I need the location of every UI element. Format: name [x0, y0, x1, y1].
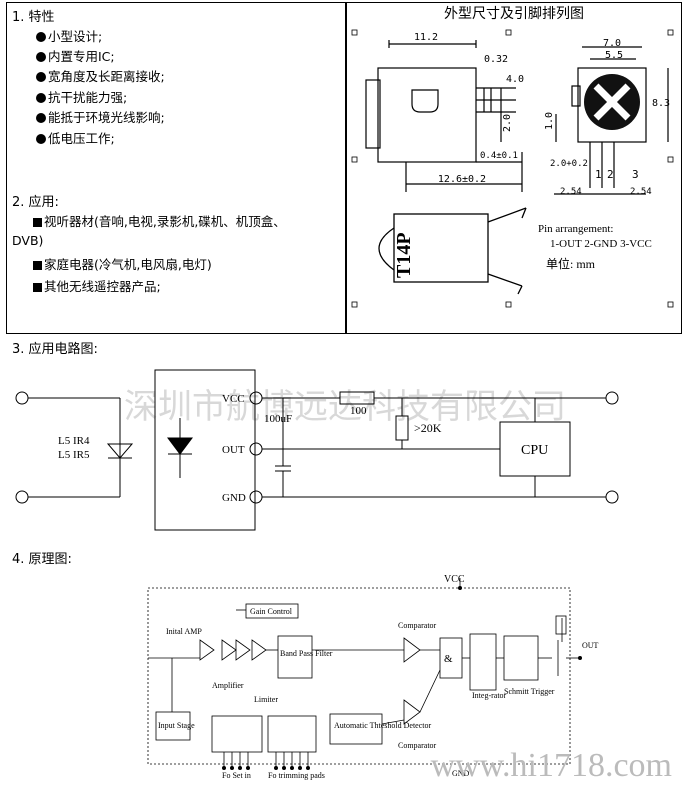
bd-comparator-top: Comparator: [398, 621, 437, 630]
circuit-vcc: VCC: [222, 393, 245, 405]
bd-band-pass: Band Pass Filter: [280, 649, 333, 658]
bullet-icon: [36, 32, 46, 42]
bd-gain-control: Gain Control: [250, 607, 293, 616]
bd-agc: Automatic Thteshold Detector: [334, 721, 431, 730]
feature-item: 能抵于环境光线影响;: [36, 107, 165, 126]
bullet-icon: [36, 113, 46, 123]
bd-input-stage: Input Stage: [158, 721, 195, 730]
application-circuit: 深圳市航博远达科技有限公司 VCC OUT GND 100uF 100 >20K…: [15, 369, 619, 531]
unit-label: 单位: mm: [546, 256, 596, 271]
square-bullet-icon: [33, 261, 42, 270]
bd-and: &: [444, 653, 453, 665]
led-label-2: L5 IR5: [58, 449, 90, 461]
square-bullet-icon: [33, 283, 42, 292]
feature-item: 抗干扰能力强;: [36, 87, 127, 106]
feature-item: 小型设计;: [36, 26, 102, 45]
bd-gnd: GND: [452, 769, 470, 778]
dim-2-54a: 2.54: [560, 187, 582, 197]
features-panel: [6, 2, 346, 334]
dim-5-5: 5.5: [605, 50, 623, 61]
bd-vcc: VCC: [444, 574, 465, 585]
dimensions-title: 外型尺寸及引脚排列图: [444, 6, 584, 22]
dim-1-0: 1.0: [544, 112, 555, 130]
capacitor-label: 100uF: [264, 413, 292, 425]
applications-heading: 2. 应用:: [12, 195, 59, 210]
dim-4-0: 4.0: [506, 74, 524, 85]
bd-comparator-bottom: Comparator: [398, 741, 437, 750]
dim-2-0: 2.0: [502, 114, 513, 132]
features-heading: 1. 特性: [12, 10, 55, 25]
pin-3: 3: [632, 168, 639, 181]
pin-arrangement-value: 1-OUT 2-GND 3-VCC: [550, 238, 652, 250]
dim-0-32: 0.32: [484, 54, 508, 65]
dim-2-54b: 2.54: [630, 187, 652, 197]
feature-item: 内置专用IC;: [36, 46, 115, 65]
dim-2-0b: 2.0+0.2: [550, 159, 588, 169]
square-bullet-icon: [33, 218, 42, 227]
bd-initial-amp: Inital AMP: [166, 627, 202, 636]
dim-11-2: 11.2: [414, 32, 438, 43]
circuit-heading: 3. 应用电路图:: [12, 342, 98, 357]
pin-1: 1: [595, 168, 602, 181]
resistor-20k: >20K: [414, 421, 442, 435]
site-watermark: www.hi1718.com: [431, 747, 672, 784]
bd-fo-trim: Fo trimming pads: [268, 771, 325, 780]
dim-7-0: 7.0: [603, 38, 621, 49]
application-item-continued: DVB): [12, 233, 44, 248]
circuit-out: OUT: [222, 444, 245, 456]
application-item: 家庭电器(冷气机,电风扇,电灯): [33, 254, 212, 273]
feature-item: 低电压工作;: [36, 128, 115, 147]
pin-arrangement-label: Pin arrangement:: [538, 223, 613, 235]
bd-out: OUT: [582, 641, 599, 650]
bullet-icon: [36, 134, 46, 144]
dim-12-6: 12.6±0.2: [438, 174, 486, 185]
feature-item: 宽角度及长距离接收;: [36, 66, 165, 85]
watermark: 深圳市航博远达科技有限公司: [124, 388, 566, 426]
led-label-1: L5 IR4: [58, 435, 90, 447]
circuit-gnd: GND: [222, 492, 246, 504]
dim-8-3: 8.3: [652, 98, 670, 109]
dimensions-panel: [346, 2, 682, 334]
bullet-icon: [36, 93, 46, 103]
block-diagram: VCC Gain Control Inital AMP Amplifier Ba…: [147, 574, 672, 784]
bd-fo-set: Fo Set in: [222, 771, 251, 780]
dimension-drawing: 外型尺寸及引脚排列图 11.2 0.32 4.0 2.0 0.4±0.1 12.…: [351, 6, 674, 308]
principle-heading: 4. 原理图:: [12, 552, 72, 567]
bd-schmitt: Schmitt Trigger: [504, 687, 555, 696]
application-item: 其他无线遥控器产品;: [33, 276, 161, 295]
cpu-label: CPU: [521, 443, 548, 458]
bullet-icon: [36, 52, 46, 62]
part-marking: T14P: [393, 232, 415, 278]
bullet-icon: [36, 72, 46, 82]
bd-integrator: Integ-rator: [472, 691, 507, 700]
dim-0-4: 0.4±0.1: [480, 151, 518, 161]
bd-amplifier: Amplifier: [212, 681, 244, 690]
pin-2: 2: [607, 168, 614, 181]
application-item: 视听器材(音响,电视,录影机,碟机、机顶盒、: [33, 211, 286, 230]
bd-limiter: Limiter: [254, 695, 278, 704]
resistor-100: 100: [350, 405, 367, 417]
